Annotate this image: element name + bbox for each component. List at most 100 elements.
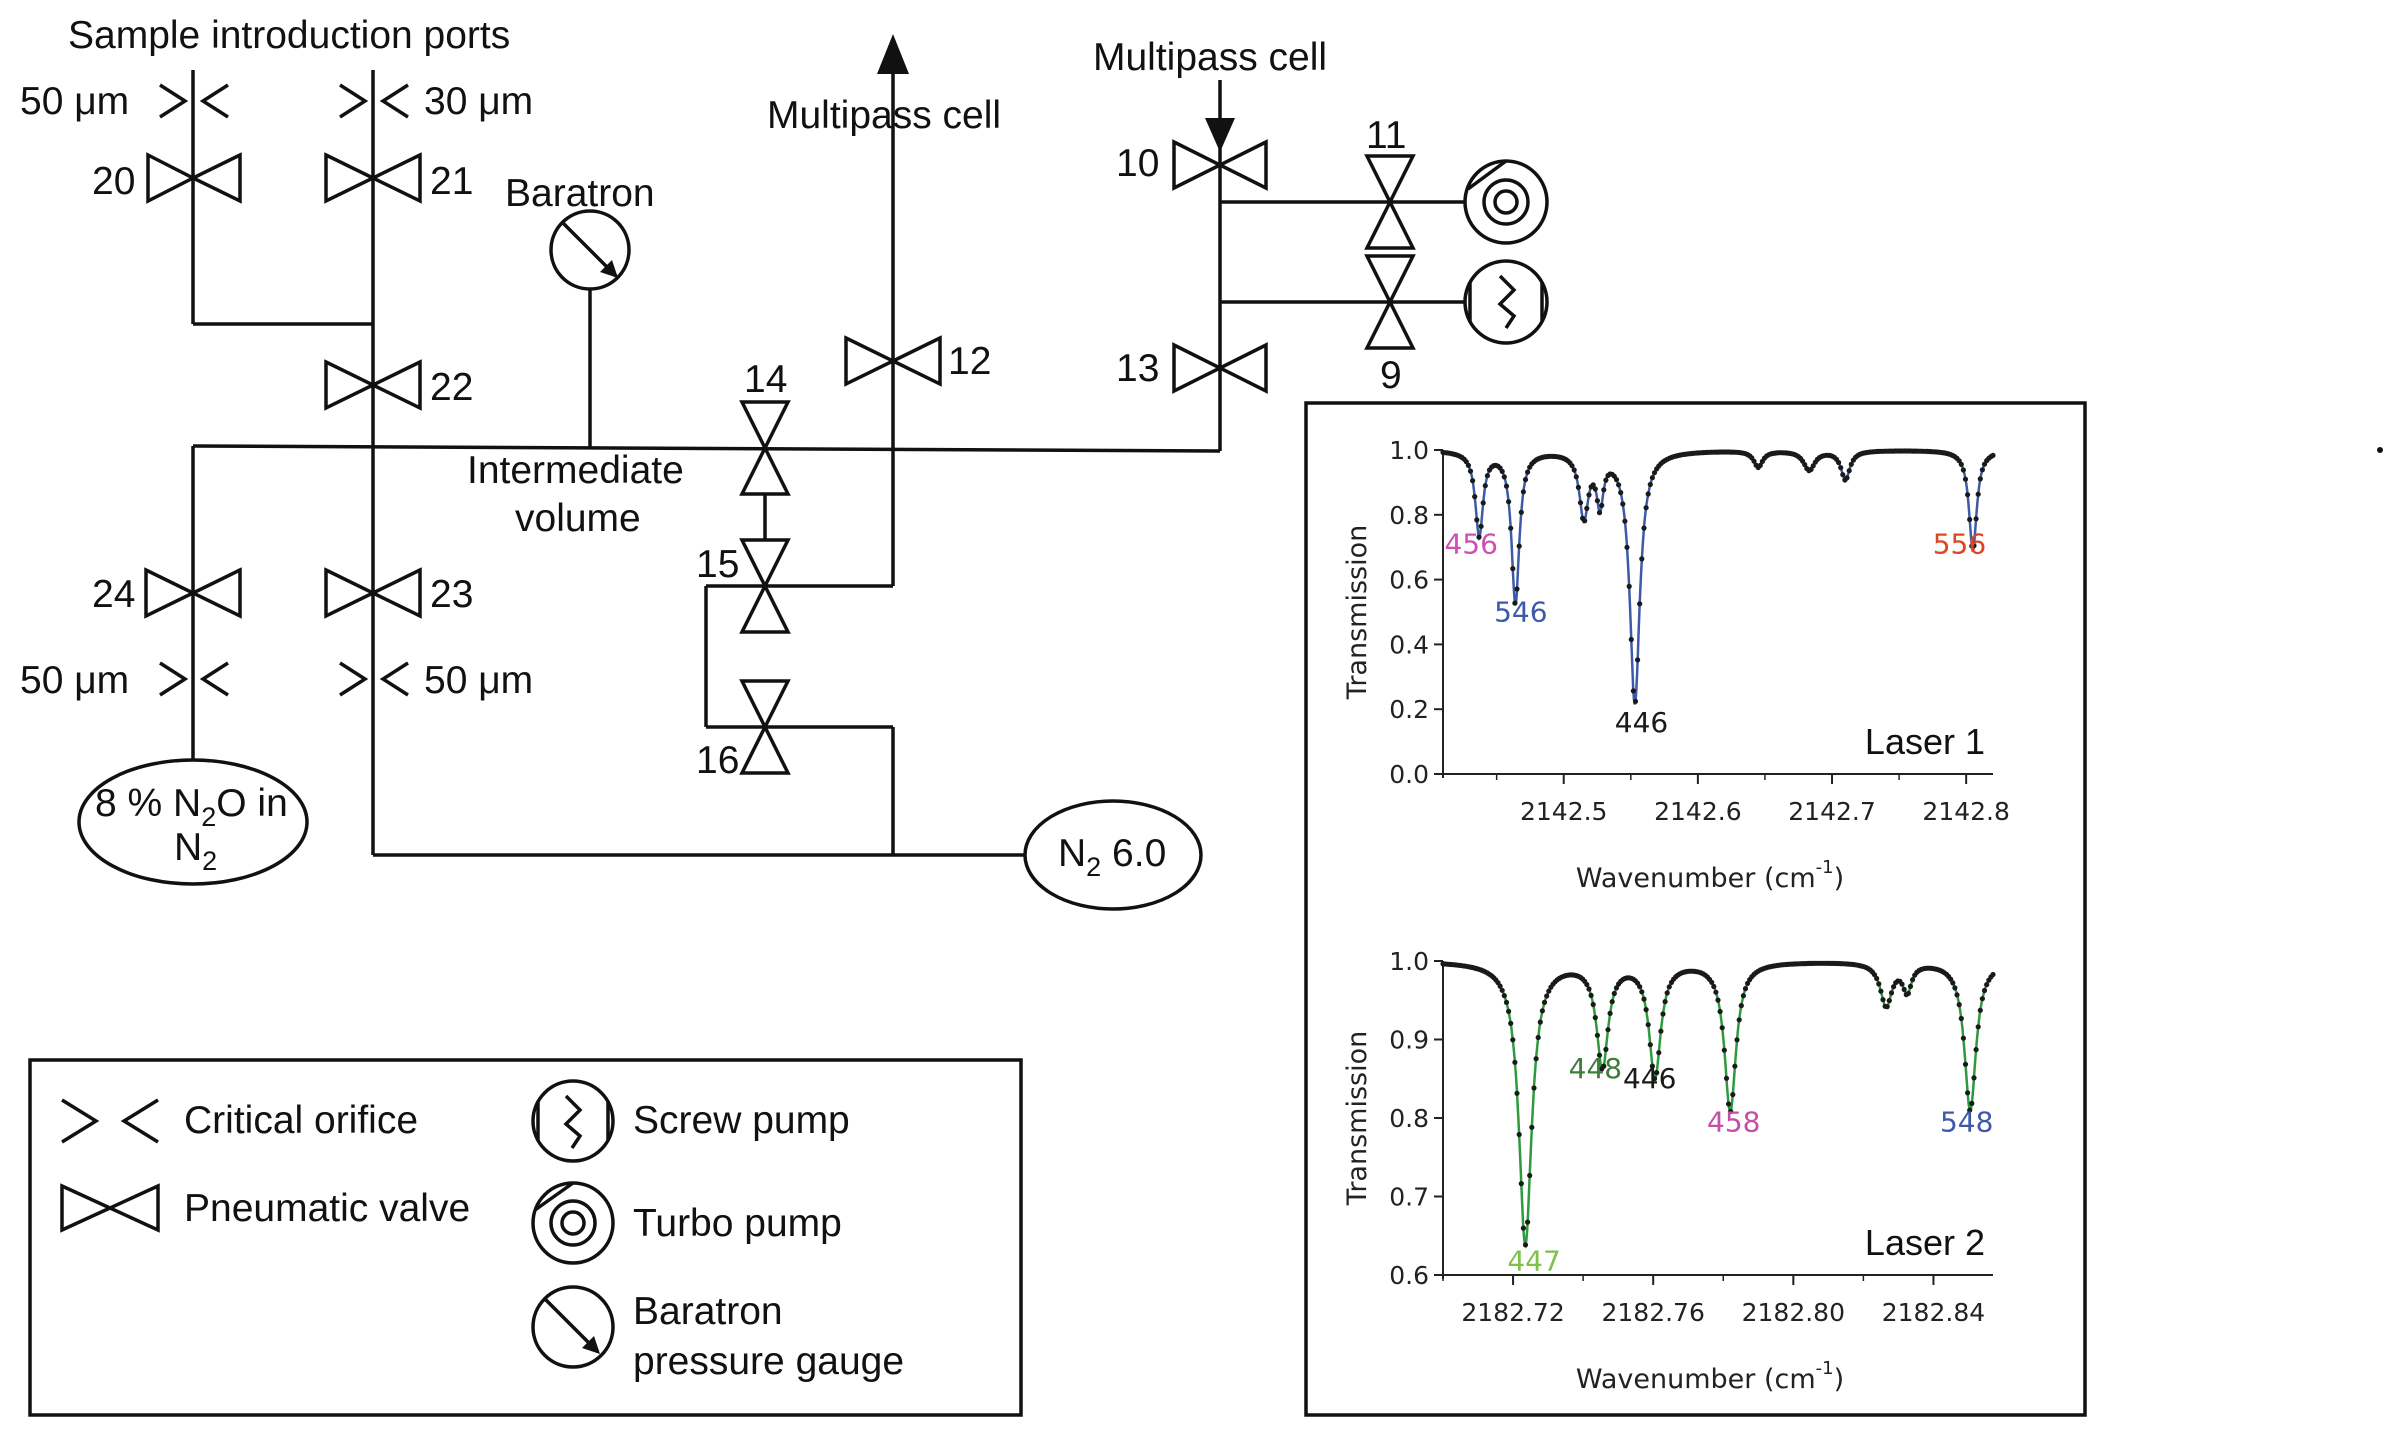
x-tick-label: 2142.8	[1922, 797, 2009, 826]
y-tick-label: 0.6	[1389, 1261, 1429, 1290]
measured-point	[1520, 1225, 1526, 1231]
measured-point	[1905, 990, 1911, 997]
measured-point	[1508, 525, 1514, 531]
measured-point	[1639, 556, 1645, 562]
measured-point	[1962, 1061, 1969, 1067]
x-tick-label: 2182.80	[1742, 1298, 1845, 1327]
peak-annotation: 556	[1933, 528, 1986, 561]
measured-point	[1641, 996, 1647, 1002]
measured-point	[1967, 1107, 1973, 1113]
peak-annotation: 546	[1494, 596, 1547, 629]
measured-point	[1527, 1172, 1533, 1179]
measured-point	[1592, 1015, 1598, 1021]
valve-15	[739, 538, 791, 634]
legend-baratron-icon	[531, 1285, 615, 1369]
valve-label-20: 20	[92, 160, 135, 203]
legend-baratron-2: pressure gauge	[633, 1340, 904, 1383]
measured-point	[1736, 1017, 1742, 1023]
measured-point	[1960, 1035, 1966, 1041]
valve-22	[324, 359, 422, 411]
x-tick-label: 2182.76	[1601, 1298, 1704, 1327]
measured-point	[1888, 990, 1895, 996]
measured-point	[1605, 1027, 1611, 1033]
legend-critical-orifice: Critical orifice	[184, 1099, 418, 1142]
valve-14	[739, 400, 791, 496]
fit-series-line	[1442, 962, 1994, 1249]
measured-point	[1981, 987, 1988, 994]
measured-point	[1954, 992, 1960, 998]
measured-point	[1518, 509, 1524, 515]
x-axis-label: Wavenumber (cm-1)	[1576, 1358, 1844, 1395]
measured-point	[1613, 985, 1620, 991]
measured-point	[1726, 1101, 1732, 1107]
orifice-label-50um-top-left: 50 μm	[20, 80, 129, 123]
measured-point	[1586, 986, 1592, 992]
measured-point	[1582, 518, 1588, 524]
measured-point	[1649, 1063, 1655, 1069]
measured-point	[1751, 458, 1757, 464]
measured-point	[1891, 984, 1897, 990]
measured-point	[1516, 543, 1522, 549]
measured-point	[1728, 1108, 1734, 1115]
measured-point	[1544, 993, 1550, 999]
measured-point	[1846, 468, 1852, 474]
valve-label-15: 15	[696, 543, 739, 586]
multipass-cell-label-mid: Multipass cell	[767, 94, 1001, 137]
peak-annotation: 446	[1623, 1062, 1676, 1095]
measured-point	[1590, 1001, 1596, 1008]
measured-point	[1662, 999, 1668, 1005]
measured-point	[1880, 997, 1886, 1003]
measured-point	[1506, 499, 1512, 505]
y-tick-label: 0.9	[1389, 1026, 1429, 1055]
valve-16	[739, 679, 791, 775]
measured-point	[1506, 1008, 1512, 1015]
measured-point	[1884, 1004, 1890, 1010]
measured-point	[1956, 1002, 1962, 1008]
multipass-cell-label-top: Multipass cell	[1093, 36, 1327, 79]
measured-point	[1871, 972, 1878, 978]
measured-point	[1522, 477, 1529, 483]
valve-label-22: 22	[430, 366, 473, 409]
measured-point	[1622, 518, 1628, 524]
measured-point	[1874, 975, 1880, 982]
measured-point	[1643, 1007, 1649, 1013]
critical-orifice-50um-bottom-left	[159, 661, 229, 697]
measured-point	[1979, 467, 1985, 473]
n2o-mixture-label: 8 % N2O in N2	[95, 782, 288, 876]
valve-9	[1364, 254, 1416, 350]
measured-point	[1654, 1070, 1660, 1076]
legend-turbo-pump-icon	[531, 1181, 615, 1265]
measured-point	[1876, 981, 1882, 987]
x-tick-label: 2182.72	[1461, 1298, 1564, 1327]
measured-point	[1645, 491, 1651, 497]
measured-point	[1844, 475, 1850, 481]
measured-point	[1590, 482, 1596, 488]
measured-point	[1497, 983, 1503, 989]
baratron-gauge-icon	[549, 209, 631, 291]
legend-pneumatic-valve: Pneumatic valve	[184, 1187, 470, 1230]
measured-point	[1971, 543, 1977, 549]
measured-point	[1478, 523, 1484, 529]
measured-point	[1571, 467, 1577, 473]
measured-point	[1586, 492, 1592, 498]
measured-point	[1901, 986, 1907, 993]
valve-24	[144, 567, 242, 619]
measured-point	[1742, 986, 1749, 992]
svg-text:N2: N2	[174, 826, 217, 876]
measured-point	[1958, 1015, 1964, 1022]
measured-point	[1480, 500, 1486, 506]
x-tick-label: 2142.6	[1654, 797, 1741, 826]
measured-point	[1717, 1008, 1723, 1015]
measured-point	[1651, 1076, 1658, 1082]
y-tick-label: 0.6	[1389, 566, 1429, 595]
measured-point	[1470, 478, 1476, 484]
measured-point	[1990, 452, 1996, 458]
x-tick-label: 2182.84	[1882, 1298, 1985, 1327]
y-axis-label: Transmission	[1342, 525, 1373, 700]
measured-point	[1973, 516, 1979, 522]
measured-point	[1740, 993, 1746, 999]
x-axis-label: Wavenumber (cm-1)	[1576, 857, 1844, 894]
peak-annotation: 456	[1444, 528, 1497, 561]
measured-point	[1886, 998, 1892, 1004]
measured-point	[1472, 494, 1478, 500]
